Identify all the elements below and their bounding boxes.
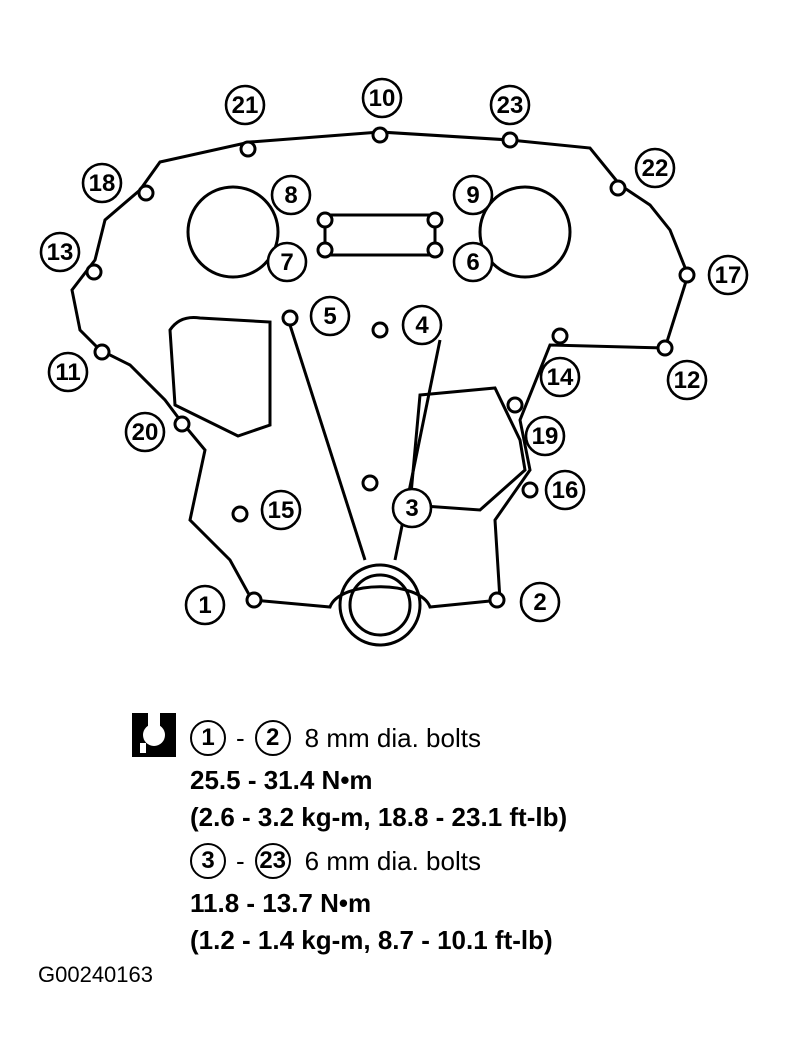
bolt-description-8mm: 8 mm dia. bolts [304, 723, 481, 753]
svg-text:17: 17 [715, 262, 742, 289]
svg-text:2: 2 [533, 589, 546, 616]
timing-cover-diagram: 1 2 3 4 5 6 7 8 9 10 11 12 13 14 15 16 1… [39, 77, 749, 647]
svg-text:9: 9 [466, 182, 479, 209]
svg-text:21: 21 [232, 92, 259, 119]
svg-text:3: 3 [405, 495, 418, 522]
svg-text:4: 4 [415, 312, 429, 339]
callout-15: 15 [260, 489, 302, 531]
callout-23: 23 [489, 84, 531, 126]
svg-text:8: 8 [284, 182, 297, 209]
svg-text:15: 15 [268, 497, 295, 524]
callout-2: 2 [519, 581, 561, 623]
svg-text:13: 13 [47, 239, 74, 266]
figure-code: G00240163 [38, 962, 153, 987]
torque-other-group2: (1.2 - 1.4 kg-m, 8.7 - 10.1 ft-lb) [190, 925, 553, 955]
torque-metric-group1: 25.5 - 31.4 N•m [190, 765, 373, 795]
callout-21: 21 [224, 84, 266, 126]
callout-ref-2: 2 [254, 720, 291, 756]
callout-4: 4 [401, 304, 443, 346]
callout-1: 1 [184, 584, 226, 626]
callout-16: 16 [544, 469, 586, 511]
svg-text:10: 10 [369, 85, 396, 112]
torque-wrench-icon [132, 713, 176, 757]
callout-14: 14 [539, 356, 581, 398]
callout-group: 1 2 3 4 5 6 7 8 9 10 11 12 13 14 15 16 1… [39, 77, 749, 626]
svg-text:11: 11 [55, 359, 80, 386]
callout-5: 5 [309, 295, 351, 337]
callout-ref-3: 3 [190, 843, 226, 879]
svg-text:19: 19 [532, 423, 559, 450]
callout-20: 20 [124, 411, 166, 453]
legend-group1-header: 1-2 8 mm dia. bolts [190, 720, 481, 756]
callout-13: 13 [39, 231, 81, 273]
svg-text:22: 22 [642, 155, 669, 182]
callout-12: 12 [666, 359, 708, 401]
torque-other-group1: (2.6 - 3.2 kg-m, 18.8 - 23.1 ft-lb) [190, 802, 568, 832]
callout-11: 11 [47, 351, 89, 393]
callout-17: 17 [707, 254, 749, 296]
timing-cover-outline [70, 130, 690, 647]
range-dash: - [236, 723, 245, 753]
svg-text:23: 23 [497, 92, 524, 119]
svg-text:7: 7 [280, 249, 293, 276]
svg-text:16: 16 [552, 477, 579, 504]
bolt-description-6mm: 6 mm dia. bolts [304, 846, 481, 876]
svg-text:1: 1 [198, 592, 211, 619]
callout-9: 9 [452, 174, 494, 216]
callout-3: 3 [391, 487, 433, 529]
callout-18: 18 [81, 162, 123, 204]
callout-19: 19 [524, 415, 566, 457]
range-dash: - [236, 846, 245, 876]
torque-metric-group2: 11.8 - 13.7 N•m [190, 888, 372, 918]
svg-text:20: 20 [132, 419, 159, 446]
svg-text:6: 6 [466, 249, 479, 276]
svg-text:12: 12 [674, 367, 701, 394]
callout-ref-23: 23 [254, 843, 291, 879]
callout-ref-1: 1 [190, 720, 226, 756]
svg-text:14: 14 [547, 364, 574, 391]
callout-10: 10 [361, 77, 403, 119]
legend-group2-header: 3-23 6 mm dia. bolts [190, 843, 481, 879]
callout-6: 6 [452, 241, 494, 283]
callout-22: 22 [634, 147, 676, 189]
bolt-markers [85, 126, 696, 609]
svg-text:5: 5 [323, 303, 336, 330]
svg-text:18: 18 [89, 170, 116, 197]
callout-7: 7 [266, 241, 308, 283]
callout-8: 8 [270, 174, 312, 216]
